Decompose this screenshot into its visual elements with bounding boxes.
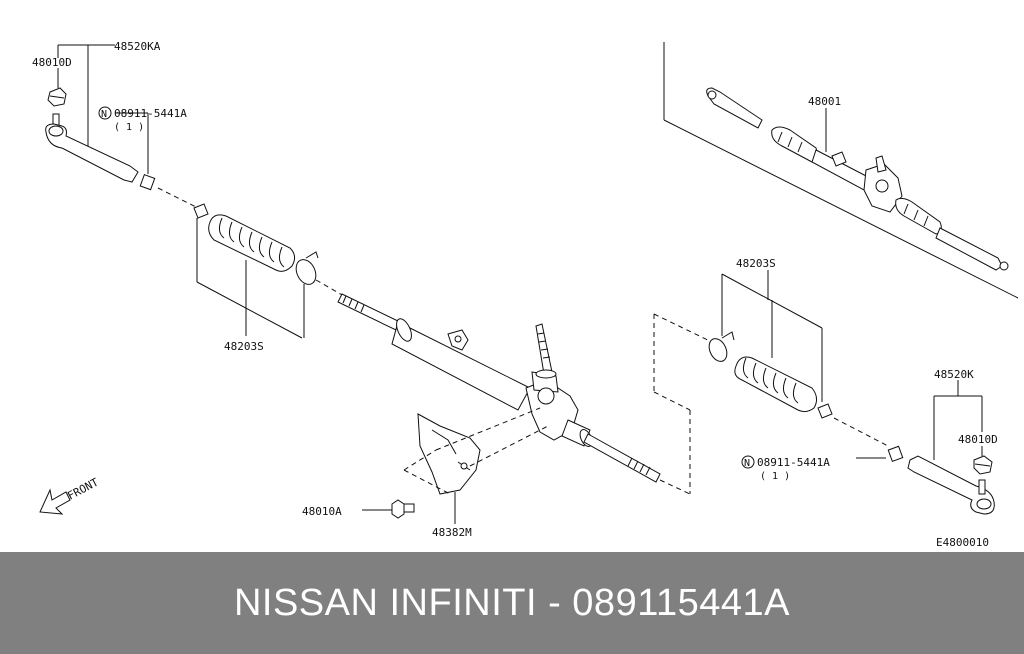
label-tie-rod-end-left: 48520KA [114,40,161,53]
nut-symbol-left: N [101,109,107,120]
label-nut-right: 48010D [958,433,998,446]
label-tie-rod-end-right: 48520K [934,368,974,381]
nut-symbol-icon [98,106,112,120]
front-label: FRONT [65,475,101,502]
boot-kit-left [193,203,345,339]
tie-rod-end-right [856,380,995,515]
steering-gear [337,293,661,483]
nut-symbol-icon [741,455,755,469]
label-nut-left: 48010D [32,56,72,69]
gear-assembly-48001 [663,42,1019,299]
boot-kit-right [653,270,889,495]
label-insulator: 48382M [432,526,472,539]
label-gear-assembly: 48001 [808,95,841,108]
front-arrow: FRONT [39,475,101,515]
footer-title: NISSAN INFINITI - 089115441A [233,581,791,624]
footer-banner: NISSAN INFINITI - 089115441A [0,552,1024,654]
label-bolt: 48010A [302,505,342,518]
label-lock-nut-right-qty: ( 1 ) [760,471,790,482]
label-boot-kit-right: 48203S [736,257,776,270]
insulator-bracket [362,407,549,524]
label-drawing-code: E4800010 [936,536,989,549]
nut-symbol-right: N [744,458,750,469]
label-lock-nut-right: 08911-5441A [757,456,830,469]
bolt-48010A [362,499,415,519]
label-lock-nut-left: 08911-5441A [114,107,187,120]
label-boot-kit-left: 48203S [224,340,264,353]
label-lock-nut-left-qty: ( 1 ) [114,122,144,133]
parts-diagram: FRONT 48010D 48520KA N 08911-5441A ( 1 )… [32,40,1019,549]
tie-rod-end-left [45,44,199,209]
